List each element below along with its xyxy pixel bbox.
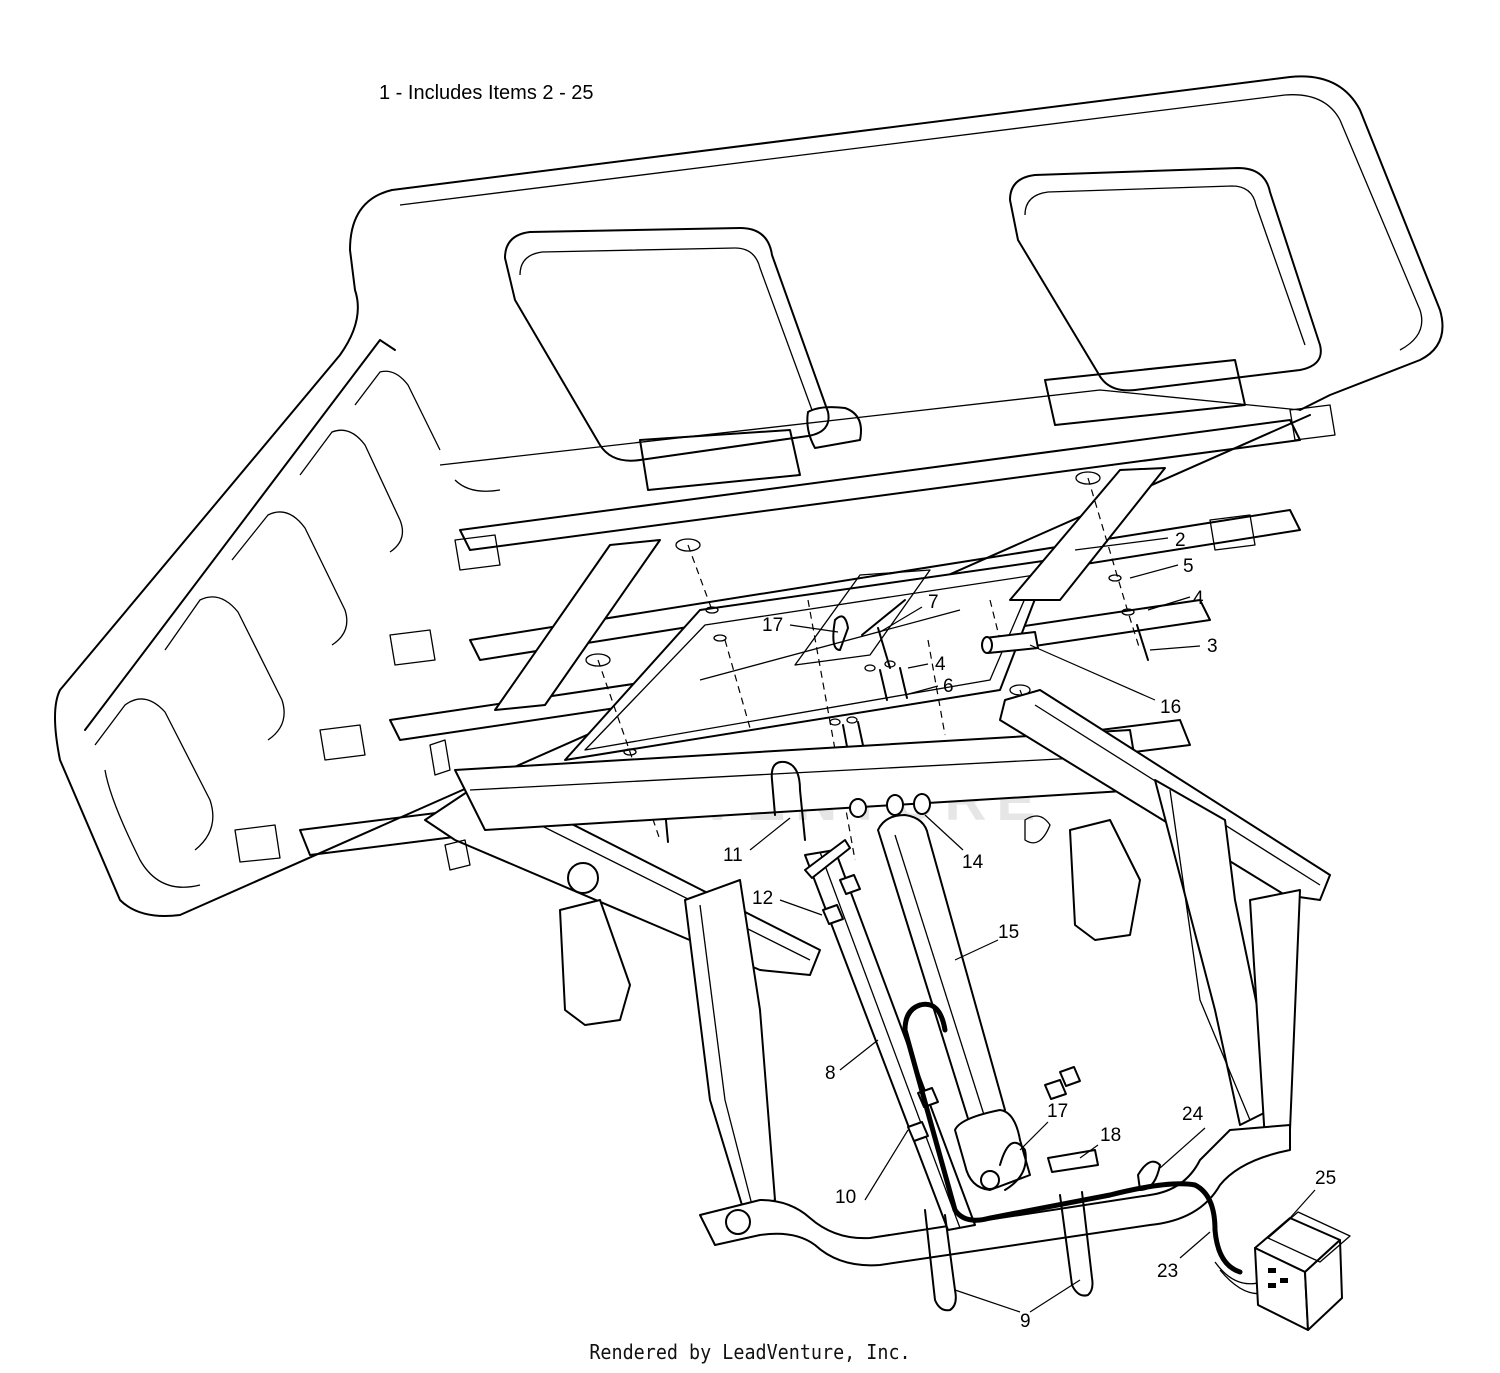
callout-9: 9 — [1020, 1311, 1031, 1332]
callout-25: 25 — [1315, 1168, 1336, 1189]
callout-23: 23 — [1157, 1261, 1178, 1282]
callout-11: 11 — [723, 845, 743, 866]
includes-note: 1 - Includes Items 2 - 25 — [379, 82, 594, 104]
callout-24: 24 — [1182, 1104, 1204, 1125]
callout-4: 4 — [1193, 588, 1204, 609]
callout-6: 6 — [943, 676, 954, 697]
callout-10: 10 — [835, 1187, 856, 1208]
switch — [1254, 1211, 1351, 1331]
callout-18: 18 — [1100, 1125, 1121, 1146]
callout-2: 2 — [1175, 530, 1186, 551]
base-frame — [424, 689, 1331, 1216]
mounting-frame — [494, 467, 1166, 761]
callout-16: 16 — [1160, 697, 1181, 718]
callout-12: 12 — [752, 888, 773, 909]
callout-17: 17 — [1047, 1101, 1068, 1122]
callout-17: 17 — [762, 615, 783, 636]
actuator — [849, 793, 1161, 1191]
render-credit: Rendered by LeadVenture, Inc. — [589, 1340, 911, 1364]
leader-lines — [749, 537, 1316, 1313]
cargo-box — [54, 75, 1444, 917]
callout-3: 3 — [1207, 636, 1218, 657]
callout-4: 4 — [935, 654, 946, 675]
callout-7: 7 — [928, 592, 939, 613]
hardware — [664, 599, 1149, 843]
callout-5: 5 — [1183, 556, 1194, 577]
callout-8: 8 — [825, 1063, 836, 1084]
callout-14: 14 — [962, 852, 984, 873]
callout-15: 15 — [998, 922, 1019, 943]
callouts: 2 5 4 3 16 7 17 4 6 11 14 12 15 8 17 18 … — [723, 530, 1336, 1332]
